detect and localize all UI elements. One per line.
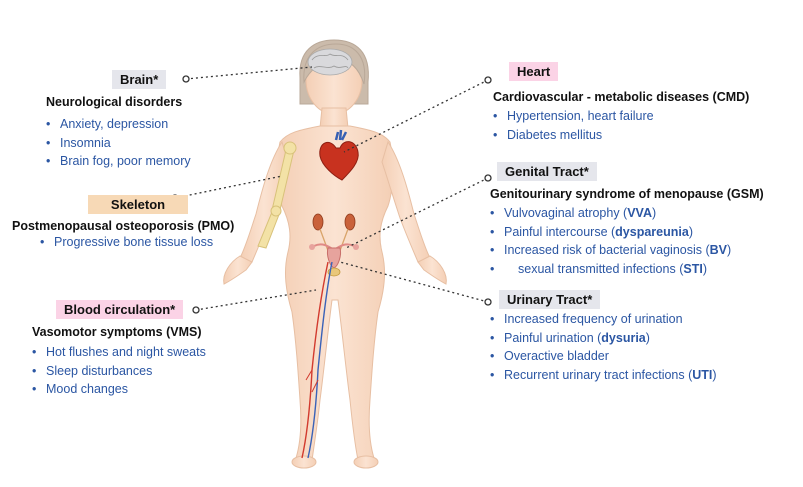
- heart-tag: Heart: [509, 62, 559, 81]
- genital-heading: Genitourinary syndrome of menopause (GSM…: [490, 187, 764, 201]
- list-item: Increased frequency of urination: [490, 310, 717, 329]
- list-item: Increased risk of bacterial vaginosis (B…: [490, 241, 731, 260]
- female-body-silhouette: [223, 39, 447, 469]
- blood-list: Hot flushes and night sweats Sleep distu…: [32, 343, 206, 399]
- genital-leader: [345, 177, 489, 249]
- list-item: Diabetes mellitus: [493, 126, 654, 145]
- urinary-list: Increased frequency of urination Painful…: [490, 310, 717, 384]
- list-item: Mood changes: [32, 380, 206, 399]
- list-item: Insomnia: [46, 134, 191, 153]
- urinary-tag: Urinary Tract*: [499, 290, 601, 309]
- blood-tag: Blood circulation*: [56, 300, 184, 319]
- genital-list: Vulvovaginal atrophy (VVA) Painful inter…: [490, 204, 731, 278]
- blood-heading: Vasomotor symptoms (VMS): [32, 325, 202, 339]
- list-item: Brain fog, poor memory: [46, 152, 191, 171]
- list-item: Anxiety, depression: [46, 115, 191, 134]
- list-item: Sleep disturbances: [32, 362, 206, 381]
- skeleton-leader: [174, 175, 283, 199]
- list-item: Vulvovaginal atrophy (VVA): [490, 204, 731, 223]
- blood-vessels-icon: [301, 261, 333, 459]
- kidneys-icon: [312, 213, 356, 231]
- list-item: Hot flushes and night sweats: [32, 343, 206, 362]
- leader-lines: [174, 66, 489, 311]
- leader-endpoints: [171, 75, 492, 314]
- skeleton-tag: Skeleton: [88, 195, 188, 214]
- brain-list: Anxiety, depression Insomnia Brain fog, …: [46, 115, 191, 171]
- heart-icon: [319, 129, 359, 181]
- list-item: Progressive bone tissue loss: [40, 233, 213, 252]
- genital-tag: Genital Tract*: [497, 162, 597, 181]
- skeleton-heading: Postmenopausal osteoporosis (PMO): [12, 219, 235, 233]
- heart-heading: Cardiovascular - metabolic diseases (CMD…: [493, 90, 750, 104]
- skeleton-list: Progressive bone tissue loss: [40, 233, 213, 252]
- brain-tag: Brain*: [112, 70, 167, 89]
- list-item-continuation: sexual transmitted infections (STI): [490, 260, 731, 279]
- blood-leader: [195, 289, 317, 311]
- list-item: Painful urination (dysuria): [490, 329, 717, 348]
- heart-leader: [343, 79, 489, 153]
- list-item: Painful intercourse (dyspareunia): [490, 223, 731, 242]
- brain-icon: [307, 48, 353, 76]
- list-item: Recurrent urinary tract infections (UTI): [490, 366, 717, 385]
- list-item: Overactive bladder: [490, 347, 717, 366]
- heart-list: Hypertension, heart failure Diabetes mel…: [493, 107, 654, 144]
- brain-leader: [185, 66, 313, 80]
- brain-heading: Neurological disorders: [46, 95, 183, 109]
- arm-bone-icon: [257, 141, 297, 249]
- urinary-leader: [339, 261, 489, 303]
- list-item: Hypertension, heart failure: [493, 107, 654, 126]
